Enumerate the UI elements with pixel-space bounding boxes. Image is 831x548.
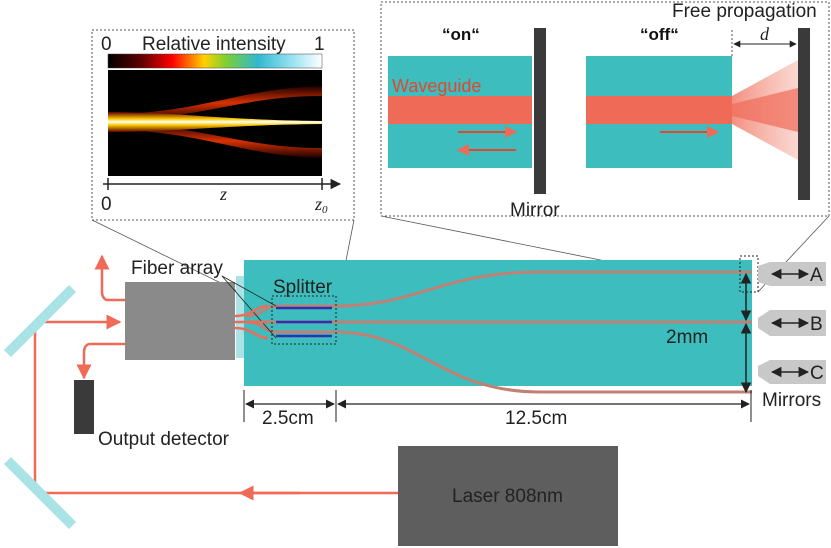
splitter-length-label: 2.5cm: [262, 408, 314, 429]
chip-coupler-edge: [236, 276, 246, 358]
mirror-a: A: [758, 262, 826, 286]
mirror-inset: “on“ Waveguide Mirror “off“ Free propaga…: [380, 1, 830, 221]
port-a-label: A: [810, 265, 823, 286]
intensity-inset: 0 Relative intensity 1 0 z z0: [91, 29, 355, 221]
mirrors-label: Mirrors: [762, 390, 821, 411]
detector-icon: [74, 380, 94, 434]
state-off-label: “off“: [640, 25, 679, 44]
free-propagation-label: Free propagation: [672, 1, 817, 22]
laser-label: Laser 808nm: [452, 486, 563, 507]
mirror-off-icon: [798, 28, 810, 200]
fiber-array: [125, 282, 235, 360]
fiber-array-label: Fiber array: [131, 258, 223, 279]
mirror-icon: [534, 28, 546, 194]
fiber-array-group: Fiber array: [125, 258, 277, 360]
top-mirror-icon: [3, 284, 77, 358]
state-on-label: “on“: [442, 25, 480, 44]
arms-length-label: 12.5cm: [505, 408, 567, 429]
beam-paths: [33, 254, 398, 501]
colorbar-min-label: 0: [101, 34, 112, 55]
port-b-label: B: [810, 314, 823, 335]
waveguide-on: [388, 96, 532, 124]
splitter-label: Splitter: [273, 277, 333, 298]
waveguide-off: [586, 96, 732, 124]
mirror-label: Mirror: [510, 200, 560, 221]
port-c-label: C: [810, 363, 824, 384]
folding-mirrors: [3, 284, 77, 530]
mirror-c: C: [758, 360, 826, 384]
mirror-b: B: [758, 310, 826, 336]
splitter-waveguides: [276, 306, 332, 338]
bottom-mirror-icon: [3, 456, 77, 530]
z-axis-end-label: z0: [314, 194, 328, 216]
colorbar-title: Relative intensity: [142, 34, 286, 55]
intensity-map: [108, 70, 322, 176]
spacing-label: 2mm: [666, 327, 708, 348]
chip: Splitter 2mm: [236, 255, 759, 394]
waveguide-label: Waveguide: [392, 76, 481, 96]
output-mirrors: A B C Mirrors: [758, 262, 826, 411]
colorbar: [107, 53, 323, 69]
output-detector-group: Output detector: [74, 380, 230, 450]
z-axis-label: z: [219, 184, 227, 204]
laser-icon: [398, 446, 618, 546]
laser-group: Laser 808nm: [398, 446, 618, 546]
output-detector-label: Output detector: [98, 429, 230, 450]
z-axis-start-label: 0: [101, 194, 112, 215]
colorbar-max-label: 1: [314, 34, 325, 55]
distance-label: d: [760, 24, 770, 44]
length-annotations: 2.5cm 12.5cm: [243, 390, 752, 429]
splitter-region: [271, 295, 337, 345]
